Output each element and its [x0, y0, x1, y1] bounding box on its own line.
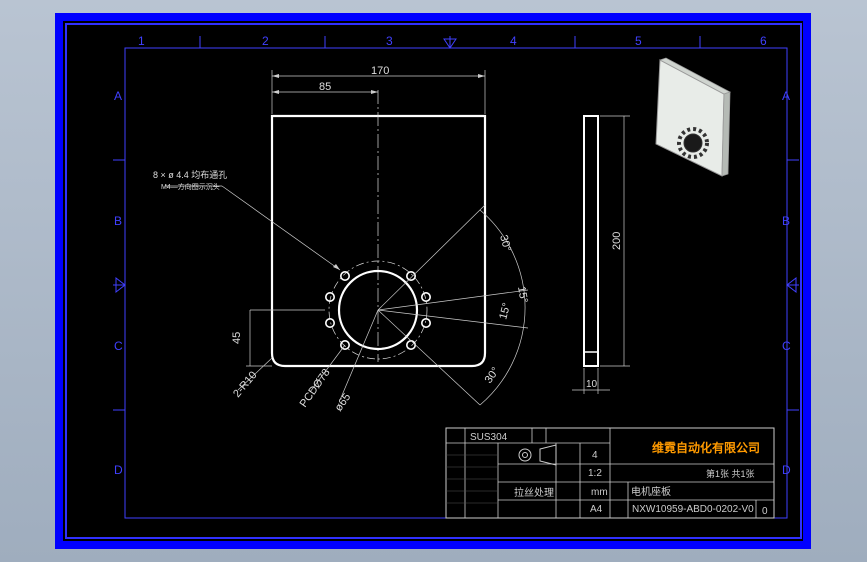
mounting-hole: [420, 291, 431, 302]
sheet-index-value: 第1张 共1张: [706, 468, 755, 479]
mounting-holes: [324, 270, 431, 350]
row-label: A: [782, 89, 790, 103]
mounting-hole: [339, 270, 350, 281]
pcd-circle: [328, 260, 428, 360]
dim-10: 10: [586, 379, 598, 390]
dim-200: 200: [611, 232, 623, 250]
mounting-hole: [324, 291, 335, 302]
col-label: 3: [386, 34, 393, 48]
dim-85: 85: [319, 81, 331, 93]
col-label: 4: [510, 34, 517, 48]
hole-note-line2: M4—方向图示沉头: [161, 182, 220, 191]
col-label: 5: [635, 34, 642, 48]
row-label: B: [782, 214, 790, 228]
drawing-number-value: NXW10959-ABD0-0202-V0: [632, 504, 754, 515]
right-center-mark: [786, 276, 797, 294]
col-label: 2: [262, 34, 269, 48]
row-label: C: [782, 339, 791, 353]
mounting-hole: [324, 317, 335, 328]
angle-15-upper: 15°: [515, 285, 530, 303]
quantity-value: 4: [592, 450, 598, 461]
surface-value: 拉丝处理: [514, 486, 554, 499]
zone-ticks: [113, 36, 799, 411]
zone-labels: 1 2 3 4 5 6 A B C D A B C D: [114, 34, 791, 477]
material-value: SUS304: [470, 432, 508, 443]
angle-30-top: 30°: [497, 234, 513, 253]
row-label: B: [114, 214, 122, 228]
company-name: 维霓自动化有限公司: [652, 440, 760, 455]
row-label: C: [114, 339, 123, 353]
side-view: 200 10: [572, 115, 630, 394]
col-label: 1: [138, 34, 145, 48]
hole-note-line1: 8 × ø 4.4 均布通孔: [153, 169, 227, 180]
isometric-view: [655, 57, 732, 177]
mounting-hole: [339, 339, 350, 350]
part-name-value: 电机座板: [631, 485, 671, 498]
row-label: D: [782, 463, 791, 477]
dimension-arrows: [272, 74, 485, 270]
top-center-mark: [443, 38, 457, 49]
dimension-lines: [165, 70, 529, 406]
angle-15-lower: 15°: [497, 302, 513, 321]
projection-symbol: [518, 444, 557, 466]
unit-value: mm: [591, 487, 608, 498]
left-center-mark: [115, 276, 126, 294]
mounting-hole: [405, 270, 416, 281]
title-block: SUS304 4 1:2 mm A4 拉丝处理 电机座板 第1张 共1张 NXW…: [445, 427, 775, 519]
row-label: D: [114, 463, 123, 477]
mounting-hole: [420, 317, 431, 328]
sheet-inner-border: [65, 23, 802, 539]
plate-outline: [270, 114, 487, 368]
dim-170: 170: [371, 65, 389, 77]
scale-value: 1:2: [588, 468, 602, 479]
dim-45: 45: [231, 332, 243, 344]
center-bore: [337, 269, 419, 351]
side-profile: [583, 115, 599, 367]
row-label: A: [114, 89, 122, 103]
col-label: 6: [760, 34, 767, 48]
revision-value: 0: [762, 506, 768, 517]
sheet-size-value: A4: [590, 504, 603, 515]
